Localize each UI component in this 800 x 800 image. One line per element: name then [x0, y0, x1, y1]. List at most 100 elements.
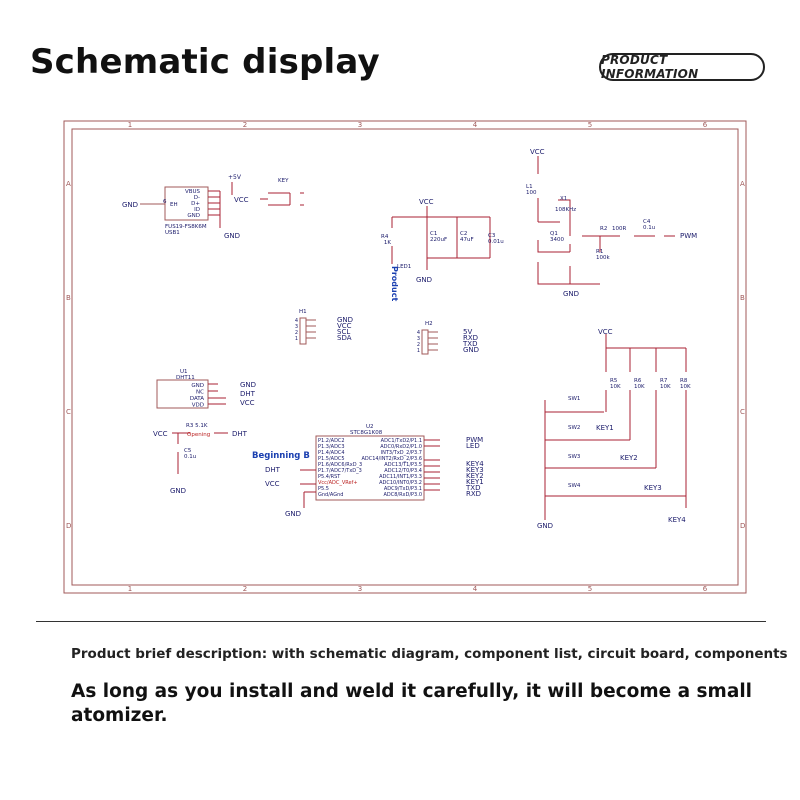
schematic-label: U1 — [180, 369, 188, 375]
frame-column-label: 6 — [703, 121, 708, 129]
frame-column-label: 2 — [243, 585, 247, 593]
schematic-label: STC8G1K08 — [350, 430, 383, 436]
schematic-label: NC — [196, 390, 204, 396]
frame-row-label: D — [740, 522, 745, 530]
schematic-label: C3 — [488, 233, 496, 239]
mcu-net: KEY4 — [466, 460, 484, 468]
schematic-label: INT3/TxD_2/P3.7 — [381, 450, 422, 456]
schematic-label: R1 — [596, 249, 603, 255]
schematic-label: VBUS — [185, 189, 201, 195]
mcu-net: KEY2 — [466, 472, 484, 480]
schematic-label: GND — [563, 290, 579, 298]
schematic-label: 10K — [610, 384, 621, 390]
schematic-label: H1 — [299, 309, 307, 315]
schematic-label: 6 — [163, 199, 167, 205]
schematic-label: ADC8/RxD/P3.0 — [383, 492, 422, 498]
schematic-label: 2 — [295, 330, 298, 336]
h1-net: VCC — [337, 322, 352, 330]
schematic-label: R2 — [600, 226, 607, 232]
h1-net: SCL — [337, 328, 350, 336]
schematic-label: P1.5/ADC5 — [318, 456, 345, 462]
schematic-label: SW2 — [568, 425, 580, 431]
schematic-label: KEY — [278, 178, 289, 184]
schematic-label: P1.6/ADC6/RxD_3 — [318, 462, 362, 468]
frame-row-label: D — [66, 522, 71, 530]
frame-column-label: 4 — [473, 585, 478, 593]
schematic-label: 4 — [295, 318, 298, 324]
schematic-label: ADC11/INT1/P3.3 — [379, 474, 422, 480]
frame-column-label: 1 — [128, 585, 132, 593]
schematic-label: DHT — [232, 430, 248, 438]
schematic-label: Vcc/ADC_VRef+ — [318, 480, 358, 486]
schematic-label: VCC — [419, 198, 434, 206]
frame-row-label: C — [66, 408, 71, 416]
schematic-label: P1.7/ADC7/TxD_3 — [318, 468, 362, 474]
frame-row-label: C — [740, 408, 745, 416]
key-net: KEY1 — [596, 424, 614, 432]
frame-column-label: 2 — [243, 121, 247, 129]
schematic-label: 3400 — [550, 237, 564, 243]
h2-net: GND — [463, 346, 479, 354]
pwm-net: PWM — [680, 232, 697, 240]
mcu-net: KEY3 — [466, 466, 484, 474]
schematic-label: R7 — [660, 378, 668, 384]
dht-net: DHT — [240, 390, 256, 398]
schematic-label: R5 — [610, 378, 618, 384]
schematic-label: 220uF — [430, 237, 447, 243]
beginning-label: Beginning B — [252, 451, 310, 461]
schematic-label: 4 — [417, 330, 420, 336]
schematic-label: FUS19-FS8K6M — [165, 224, 207, 230]
schematic-label: EH — [170, 202, 178, 208]
schematic-label: C1 — [430, 231, 437, 237]
wires — [140, 156, 687, 520]
product-information-badge: PRODUCT INFORMATION — [599, 53, 765, 81]
schematic-label: 0.1u — [643, 225, 655, 231]
schematic-label: GND — [191, 383, 204, 389]
schematic-label: USB1 — [165, 230, 180, 236]
schematic-label: 0.01u — [488, 239, 504, 245]
section-divider — [36, 621, 766, 622]
mcu-net: PWM — [466, 436, 483, 444]
schematic-label: C5 — [184, 448, 192, 454]
h2-net: RXD — [463, 334, 478, 342]
product-brief: Product brief description: with schemati… — [71, 646, 788, 662]
schematic-label: GND — [170, 487, 186, 495]
mcu-net: TXD — [465, 484, 480, 492]
h1-net: SDA — [337, 334, 352, 342]
usb-gnd-net: GND — [122, 201, 138, 209]
key-net: KEY3 — [644, 484, 662, 492]
schematic-label: 2 — [417, 342, 420, 348]
schematic-label: VCC — [265, 480, 280, 488]
frame-row-label: A — [66, 180, 71, 188]
schematic-label: 47uF — [460, 237, 474, 243]
schematic-label: D+ — [191, 201, 200, 207]
schematic-label: ADC13/T1/P3.5 — [384, 462, 422, 468]
schematic-label: GND — [416, 276, 432, 284]
schematic-label: Q1 — [550, 231, 558, 237]
mcu-net: KEY1 — [466, 478, 484, 486]
schematic-label: R3 5.1K — [186, 423, 208, 429]
frame-column-label: 3 — [358, 585, 362, 593]
schematic-label: 100R — [612, 226, 626, 232]
schematic-label: R8 — [680, 378, 688, 384]
frame-column-label: 5 — [588, 121, 592, 129]
schematic-label: 100k — [596, 255, 610, 261]
frame-column-label: 3 — [358, 121, 362, 129]
schematic-label: L1 — [526, 184, 533, 190]
schematic-label: 10K — [660, 384, 671, 390]
schematic-label: VCC — [598, 328, 613, 336]
schematic-label: R6 — [634, 378, 642, 384]
key-net: KEY2 — [620, 454, 638, 462]
schematic-label: P1.2/ADC2 — [318, 438, 345, 444]
schematic-label: ADC1/TxD2/P1.1 — [381, 438, 422, 444]
h2-net: TXD — [462, 340, 477, 348]
product-label: Product — [390, 266, 399, 301]
schematic-label: P1.3/ADC3 — [318, 444, 345, 450]
schematic-label: Opening — [187, 432, 210, 438]
schematic-label: VCC — [153, 430, 168, 438]
h1-net: GND — [337, 316, 353, 324]
schematic-label: 3 — [417, 336, 420, 342]
schematic-label: 1K — [384, 240, 391, 246]
